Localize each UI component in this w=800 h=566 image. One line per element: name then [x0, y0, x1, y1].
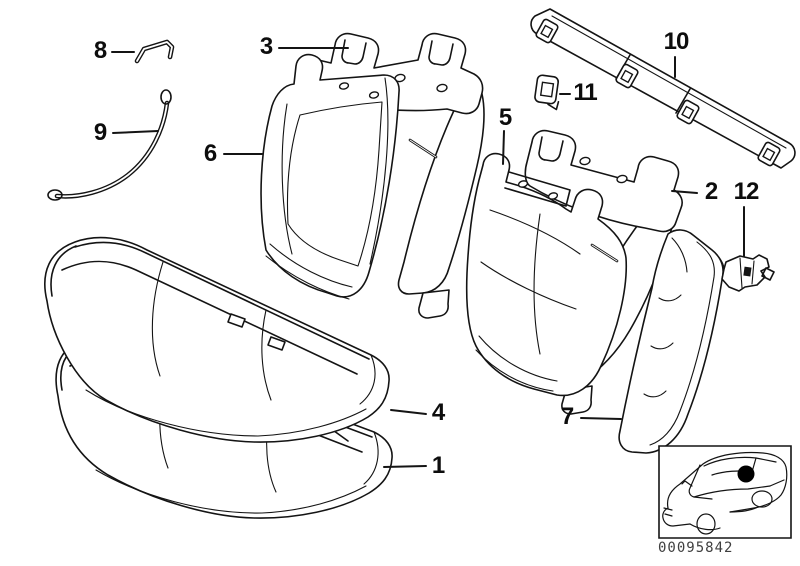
part-5-backrest-cover-right — [467, 154, 627, 396]
diagram-part-number: 00095842 — [658, 540, 734, 556]
part-8-clip — [137, 42, 172, 61]
callout-6[interactable]: 6 — [203, 140, 217, 167]
callout-4[interactable]: 4 — [431, 399, 445, 426]
callout-8[interactable]: 8 — [93, 37, 107, 64]
callout-12[interactable]: 12 — [733, 178, 760, 205]
callout-5[interactable]: 5 — [498, 104, 512, 131]
callout-11[interactable]: 11 — [573, 79, 597, 106]
seat-location-marker — [737, 465, 755, 483]
leader-lines — [112, 48, 744, 467]
callout-2[interactable]: 2 — [704, 178, 718, 205]
car-location-thumbnail — [659, 446, 791, 538]
callout-1[interactable]: 1 — [431, 452, 445, 479]
part-6-backrest-cover-left — [261, 55, 399, 299]
part-9-retaining-wire — [48, 90, 171, 200]
callout-10[interactable]: 10 — [663, 28, 690, 55]
part-10-trim-strip — [531, 9, 795, 168]
callout-3[interactable]: 3 — [259, 33, 273, 60]
callout-7[interactable]: 7 — [560, 403, 574, 430]
callout-9[interactable]: 9 — [93, 119, 107, 146]
part-12-latch-cover — [722, 255, 774, 291]
part-7-side-bolster — [619, 230, 725, 453]
part-11-clip — [534, 75, 562, 110]
part-4-seat-cover — [45, 238, 389, 442]
